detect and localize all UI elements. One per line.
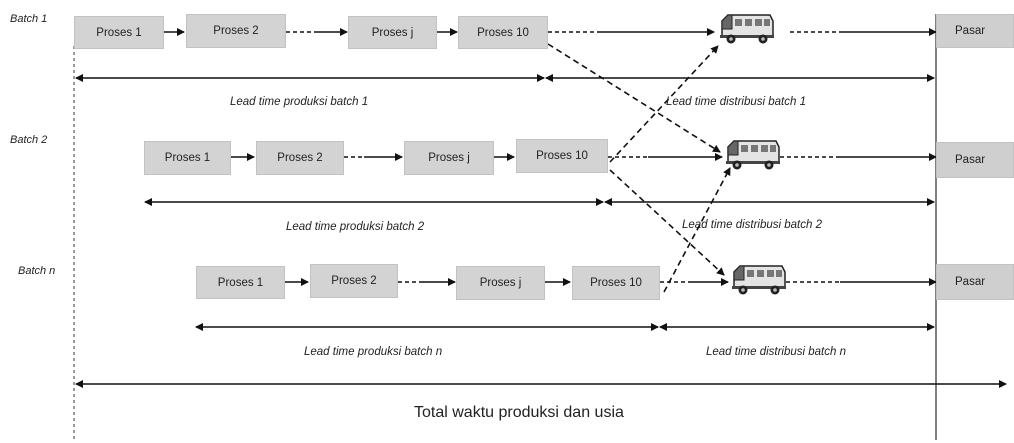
batch-2-pasar: Pasar <box>936 142 1014 178</box>
batch-1-proses-2: Proses 2 <box>186 14 286 48</box>
batch-1-proses-10: Proses 10 <box>458 16 548 49</box>
batch-1-proses-j: Proses j <box>348 16 437 49</box>
batch-2-label: Batch 2 <box>10 134 48 146</box>
batch-2-flow <box>144 153 937 206</box>
batch-n-proses-1: Proses 1 <box>196 266 285 299</box>
batch-n-label: Batch n <box>18 265 56 277</box>
batch-n-proses-2: Proses 2 <box>310 264 398 298</box>
lead-produksi-n-label: Lead time produksi batch n <box>304 346 443 358</box>
batch-n-proses-j: Proses j <box>456 266 545 300</box>
batch-n-flow <box>195 278 937 331</box>
p10-1-to-truck-2 <box>547 43 721 153</box>
lead-distribusi-1-label: Lead time distribusi batch 1 <box>666 96 806 108</box>
lead-distribusi-n-label: Lead time distribusi batch n <box>706 346 846 358</box>
batch-1-pasar: Pasar <box>936 14 1014 48</box>
batch-1-flow <box>75 28 937 82</box>
batch-n-proses-10: Proses 10 <box>572 266 660 300</box>
truck-icon <box>726 140 780 170</box>
total-time-label: Total waktu produksi dan usia <box>414 404 624 421</box>
cross-arrows <box>547 43 731 293</box>
batch-1-proses-1: Proses 1 <box>74 16 164 49</box>
lead-produksi-2-label: Lead time produksi batch 2 <box>286 221 425 233</box>
truck-icon <box>732 265 786 295</box>
p10-n-to-truck-2 <box>663 167 731 293</box>
batch-n-pasar: Pasar <box>936 264 1014 300</box>
batch-2-proses-j: Proses j <box>404 141 494 175</box>
batch-1-label: Batch 1 <box>10 13 48 25</box>
batch-2-proses-2: Proses 2 <box>256 141 344 175</box>
p10-2-to-truck-n <box>609 169 725 276</box>
p10-2-to-truck-1 <box>609 45 719 163</box>
lead-distribusi-2-label: Lead time distribusi batch 2 <box>682 219 822 231</box>
lead-produksi-1-label: Lead time produksi batch 1 <box>230 96 369 108</box>
batch-2-proses-1: Proses 1 <box>144 141 231 175</box>
truck-icon <box>720 14 774 44</box>
batch-2-proses-10: Proses 10 <box>516 139 608 173</box>
